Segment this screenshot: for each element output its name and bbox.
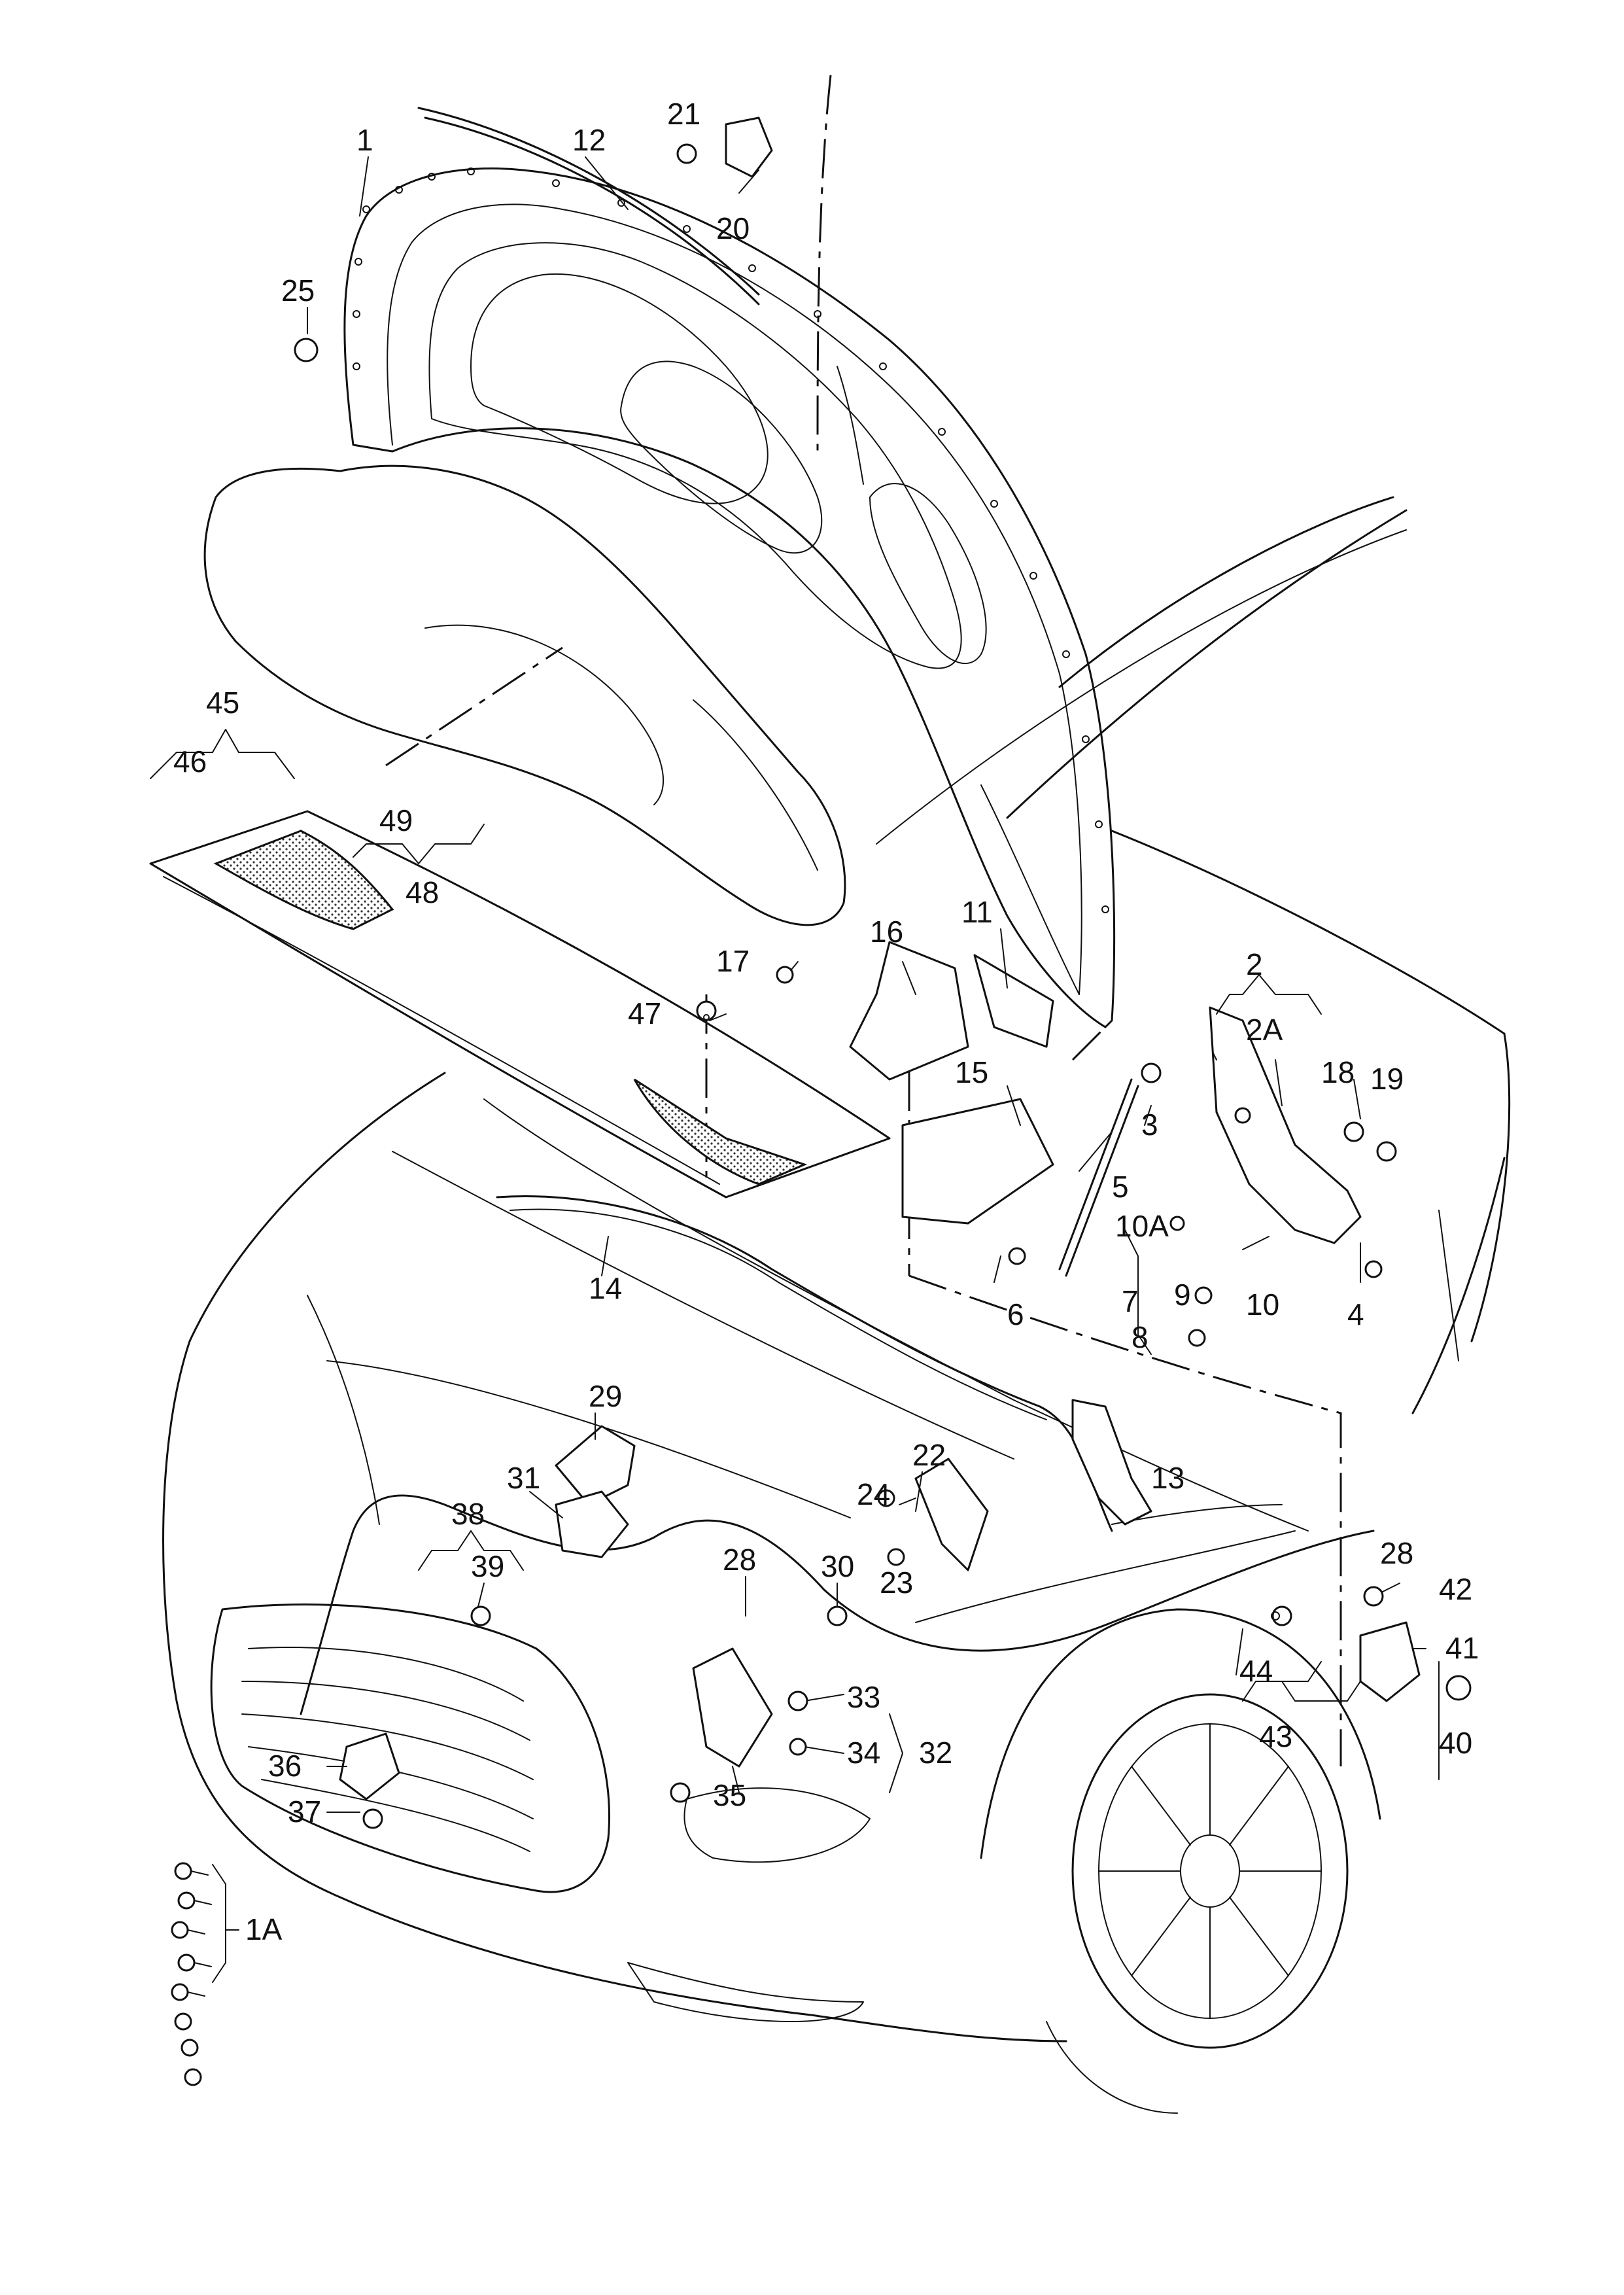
label-38: 38	[451, 1497, 485, 1531]
label-2: 2	[1246, 947, 1263, 981]
label-3: 3	[1141, 1108, 1158, 1142]
wedge-part-11	[973, 954, 1054, 1048]
label-47: 47	[628, 996, 661, 1030]
gas-strut	[1058, 1078, 1139, 1277]
plenum-panel	[149, 810, 891, 1199]
label-23: 23	[880, 1566, 913, 1600]
label-24: 24	[857, 1477, 890, 1511]
latch-bracket	[849, 941, 969, 1081]
car-body	[162, 496, 1511, 2114]
clip-13	[1071, 1399, 1152, 1526]
label-37: 37	[288, 1795, 321, 1829]
lock-assembly-32	[692, 1647, 773, 1768]
hinge-bracket	[1209, 1006, 1362, 1244]
label-1A: 1A	[245, 1912, 283, 1946]
bracket-41	[1359, 1621, 1421, 1702]
lock-36	[339, 1732, 400, 1800]
label-48: 48	[406, 875, 439, 909]
hood-edge-holes	[353, 167, 1109, 913]
label-14: 14	[589, 1271, 622, 1305]
latch-lock-31	[555, 1490, 629, 1558]
label-44: 44	[1239, 1654, 1273, 1688]
label-22: 22	[912, 1438, 946, 1472]
label-20: 20	[716, 211, 750, 245]
label-30: 30	[821, 1549, 854, 1583]
label-16: 16	[870, 915, 903, 949]
label-40: 40	[1439, 1726, 1472, 1760]
label-35: 35	[713, 1778, 746, 1812]
label-32: 32	[919, 1736, 952, 1770]
label-28a: 28	[723, 1543, 756, 1577]
label-41: 41	[1445, 1631, 1479, 1665]
label-10A: 10A	[1115, 1209, 1169, 1243]
hood-insulation-mat	[203, 464, 846, 926]
label-7: 7	[1122, 1284, 1139, 1318]
label-29: 29	[589, 1379, 622, 1413]
label-33: 33	[847, 1680, 880, 1714]
leader-lines	[150, 124, 1440, 1983]
bracket-22	[914, 1458, 989, 1571]
fastener-set-1A	[171, 1862, 212, 2086]
side-panel-15	[901, 1098, 1054, 1225]
label-12: 12	[572, 123, 606, 157]
release-cable	[300, 1494, 1375, 1715]
label-19: 19	[1370, 1062, 1404, 1096]
label-8: 8	[1132, 1320, 1149, 1354]
label-28b: 28	[1380, 1536, 1413, 1570]
label-36: 36	[268, 1749, 302, 1783]
label-42: 42	[1439, 1572, 1472, 1606]
label-9: 9	[1174, 1278, 1191, 1312]
label-1: 1	[356, 123, 373, 157]
label-34: 34	[847, 1736, 880, 1770]
label-17: 17	[716, 944, 750, 978]
label-21: 21	[667, 97, 700, 131]
hood-panel	[343, 167, 1116, 1028]
label-11: 11	[961, 895, 993, 929]
label-43: 43	[1259, 1719, 1292, 1753]
label-4: 4	[1347, 1297, 1364, 1331]
label-45: 45	[206, 686, 239, 720]
part-labels: 1 12 21 20 25 45 46 49 48 16 11 17 47 2 …	[173, 97, 1479, 1946]
label-10: 10	[1246, 1288, 1279, 1322]
label-18: 18	[1321, 1055, 1355, 1089]
small-fasteners	[294, 116, 1472, 1829]
label-13: 13	[1151, 1461, 1184, 1495]
label-5: 5	[1112, 1170, 1129, 1204]
label-2A: 2A	[1246, 1013, 1283, 1047]
label-15: 15	[955, 1055, 988, 1089]
label-39: 39	[471, 1549, 504, 1583]
label-25: 25	[281, 273, 315, 307]
label-31: 31	[507, 1461, 540, 1495]
hood-seal-strip	[417, 107, 760, 306]
label-49: 49	[379, 803, 413, 837]
label-6: 6	[1007, 1297, 1024, 1331]
label-46: 46	[173, 745, 207, 779]
